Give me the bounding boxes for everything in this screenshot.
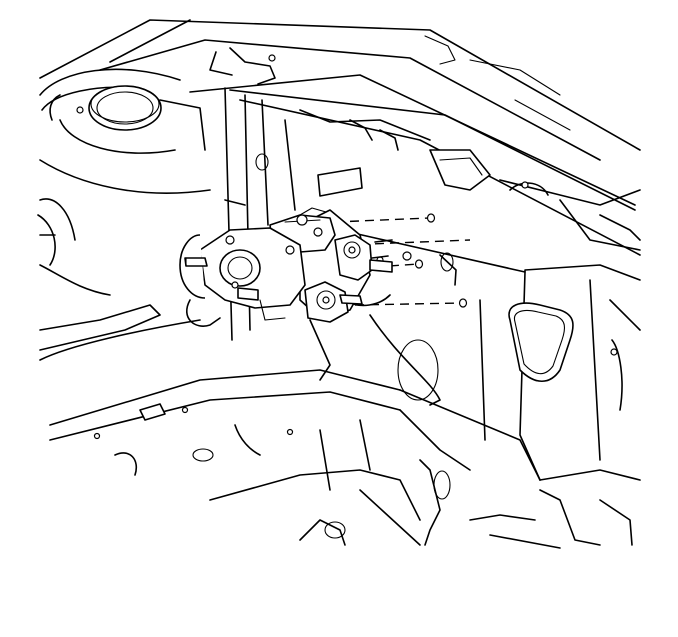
- frame-rail: [39, 304, 633, 549]
- dash-panel: [339, 229, 641, 481]
- master-cylinder-assembly: [179, 207, 393, 327]
- cowl-panel: [39, 19, 641, 256]
- strut-tower: [37, 68, 211, 296]
